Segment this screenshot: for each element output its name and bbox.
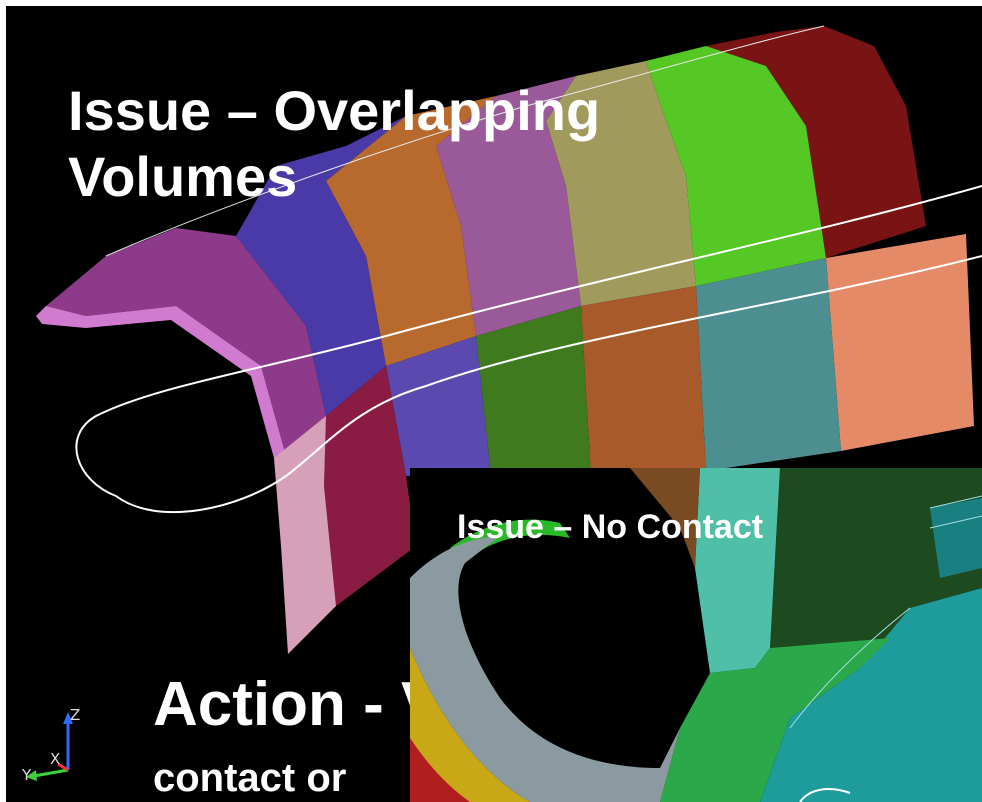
band-orange (326, 96, 496, 366)
band-green (646, 46, 826, 286)
band-teal-face (696, 258, 841, 471)
inset-ring-green (450, 519, 570, 563)
inset-ring-yellow (410, 648, 530, 802)
3d-viewport[interactable]: Issue – Overlapping Volumes Z X Y Action… (6, 6, 982, 802)
band-pink-face (274, 416, 336, 654)
inset-teal-volume (760, 588, 982, 802)
band-magenta-rim (36, 306, 286, 458)
band-violet (436, 76, 581, 336)
inset-title: Issue – No Contact (457, 508, 764, 546)
inset-light-teal-band (695, 468, 780, 673)
inset-view[interactable]: Issue – No Contact (410, 468, 982, 802)
top-edge-line (105, 25, 825, 257)
main-title: Issue – Overlapping Volumes (68, 79, 601, 209)
model-view (36, 25, 982, 654)
inset-brown-strip (630, 468, 700, 568)
band-magenta (46, 228, 326, 456)
outline-curve (75, 185, 982, 514)
inset-dark-green-region (770, 468, 982, 648)
inset-ring-gray (410, 536, 680, 802)
inset-edge-lines (789, 495, 982, 729)
axis-y-label: Y (22, 766, 32, 784)
action-subtitle: contact or (153, 756, 347, 800)
inset-model-view (410, 468, 982, 802)
band-olive (546, 61, 696, 306)
band-red (706, 26, 926, 258)
axis-triad: Z X Y (20, 706, 80, 786)
inset-white-curve (799, 788, 851, 802)
inset-ring-red (410, 738, 470, 802)
action-title: Action - V (153, 670, 443, 739)
axis-z-label: Z (70, 706, 81, 724)
band-brown-face (581, 286, 706, 476)
axis-triad-icon (26, 712, 73, 781)
band-darkgreen-face (476, 306, 591, 476)
band-blue-face (386, 336, 491, 476)
band-salmon (826, 234, 974, 451)
inset-teal-lines (930, 498, 982, 578)
axis-x-label: X (50, 750, 61, 768)
inset-green-region (660, 638, 890, 802)
